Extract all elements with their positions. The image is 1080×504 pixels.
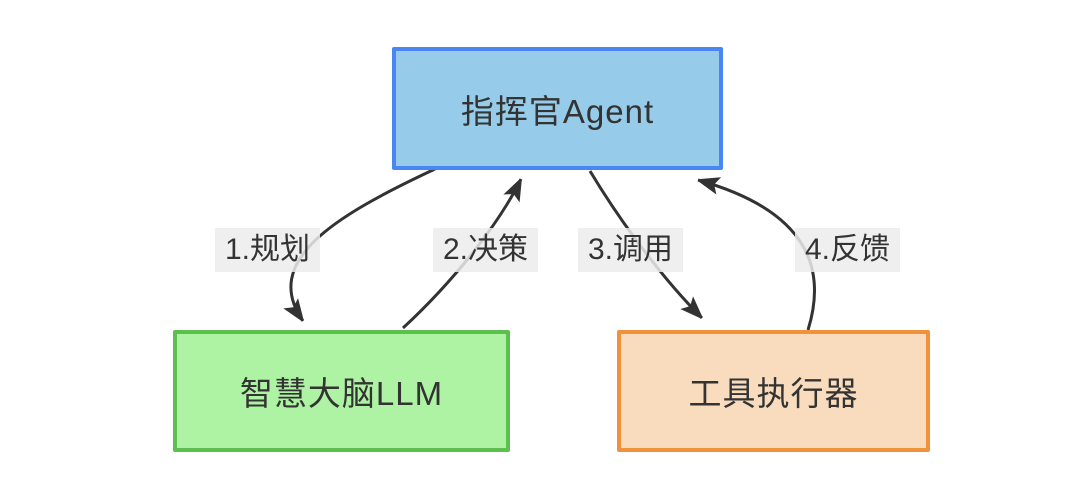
node-tool-executor: 工具执行器 (617, 330, 930, 452)
edge-label-call: 3.调用 (578, 228, 684, 272)
node-commander-agent-label: 指挥官Agent (460, 92, 655, 130)
node-llm-brain: 智慧大脑LLM (173, 330, 510, 452)
edge-label-feedback: 4.反馈 (795, 228, 901, 272)
node-commander-agent: 指挥官Agent (392, 47, 723, 170)
edge-label-decision: 2.决策 (433, 228, 539, 272)
node-tool-executor-label: 工具执行器 (688, 375, 859, 412)
node-llm-brain-label: 智慧大脑LLM (239, 375, 444, 412)
edge-label-planning: 1.规划 (215, 228, 321, 272)
